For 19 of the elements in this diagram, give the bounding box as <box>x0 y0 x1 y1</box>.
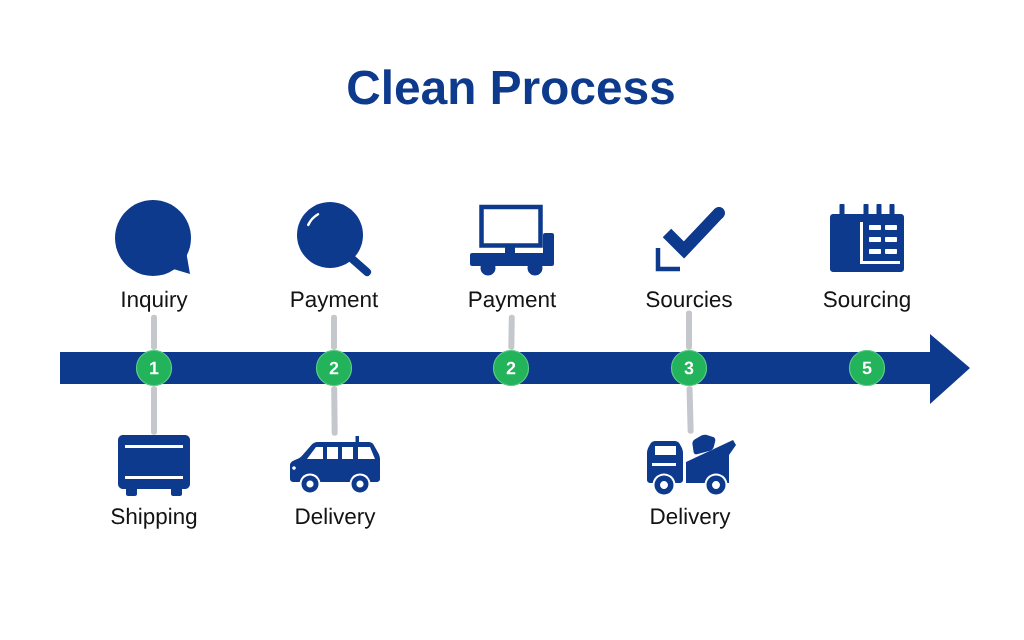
van-icon <box>290 436 380 495</box>
step-label: Delivery <box>296 507 376 529</box>
step-label: Inquiry <box>122 290 188 312</box>
step-label: Shipping <box>111 507 197 529</box>
step-label: Delivery <box>651 507 731 529</box>
truck-icon <box>647 434 736 497</box>
tick-line <box>686 310 692 350</box>
tick-line <box>508 314 515 350</box>
step-label: Payment <box>291 291 379 312</box>
title: Clean Process <box>348 69 674 105</box>
tick-line <box>331 386 338 436</box>
tick-line <box>331 314 337 350</box>
step-label: Sourcies <box>646 290 732 308</box>
tick-line <box>151 386 157 435</box>
step-label: Payment <box>469 291 557 312</box>
step-label: Sourcing <box>823 290 910 312</box>
tick-line <box>151 314 157 350</box>
tick-line <box>686 386 694 434</box>
cabinet-icon <box>118 435 190 496</box>
